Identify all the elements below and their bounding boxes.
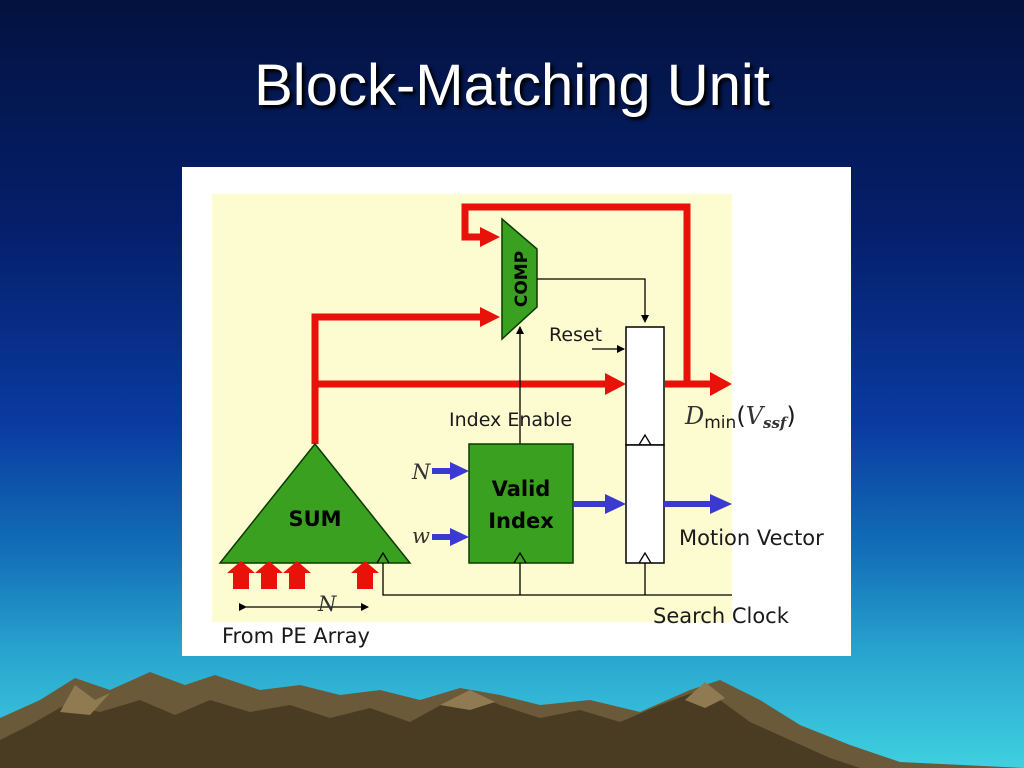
mountain-highlight [60,685,110,715]
input-n-label: N [411,460,431,484]
slide-title: Block-Matching Unit [254,53,770,118]
valid-index-label-line1: Valid [492,477,551,501]
motion-vector-label: Motion Vector [679,526,824,550]
dmin-label: Dmin(Vssf) [684,402,796,433]
pe-input-arrow [351,561,379,589]
blue-arrowhead [605,494,626,514]
red-arrowhead [605,373,626,395]
red-arrowhead [710,372,732,396]
block-diagram-figure: COMP Reset Index Enable Dmin(Vssf) Valid… [182,167,851,656]
comp-output-wire [537,278,649,323]
valid-index-block [468,443,574,564]
from-pe-array-label: From PE Array [222,624,370,648]
register-clock-mark [638,433,652,446]
input-w-label: w [412,524,430,548]
mountain-front [0,690,860,768]
blue-arrowhead [710,494,732,514]
index-enable-label: Index Enable [449,409,572,431]
red-arrowhead [480,307,500,327]
red-arrowhead [480,227,500,247]
sum-block [218,442,412,564]
sum-clock-mark [376,551,390,564]
register-clock-mark [638,551,652,564]
mountain-highlight [440,690,495,710]
mountain-highlight [685,682,725,708]
blue-arrowhead [450,528,469,546]
search-clock-wire [382,563,732,596]
pe-array-inputs [227,561,379,589]
register-dmin [625,326,665,446]
pe-input-arrow [255,561,283,589]
pe-input-arrow [283,561,311,589]
red-feedback-path [461,203,691,384]
valid-index-label-line2: Index [488,509,554,533]
valid-index-clock-mark [513,551,527,564]
red-sum-to-comp-path [311,313,482,444]
block-diagram: COMP Reset Index Enable Dmin(Vssf) Valid… [212,194,824,648]
bus-n-label: N [317,592,337,616]
sum-label: SUM [288,507,341,531]
search-clock-label: Search Clock [653,604,790,628]
blue-arrowhead [450,462,469,480]
comp-block [501,217,538,341]
pe-input-arrow [227,561,255,589]
reset-label: Reset [549,324,602,346]
register-motion-vector [625,444,665,564]
comp-label: COMP [512,251,532,307]
